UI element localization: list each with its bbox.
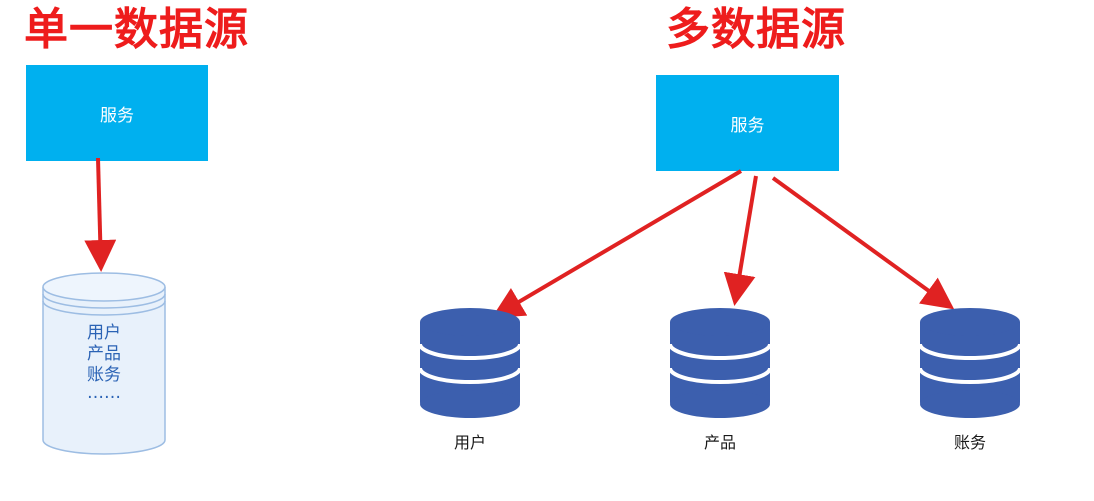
single-db-item-billing: 账务 [87, 365, 121, 385]
user-db-icon [418, 308, 522, 418]
arrow-service-to-single-db [84, 157, 117, 272]
single-db-item-user: 用户 [87, 323, 121, 343]
multi-source-title: 多数据源 [666, 4, 846, 55]
user-db-label: 用户 [453, 433, 486, 452]
arrow-service-to-billing-db [771, 176, 955, 310]
arrow-service-to-user-db [491, 169, 743, 319]
single-db-item-product: 产品 [87, 344, 121, 364]
single-source-title: 单一数据源 [24, 4, 249, 55]
single-db-cylinder [42, 272, 166, 455]
single-db-item-ellipsis: …… [87, 383, 121, 403]
arrow-service-to-product-db [723, 175, 758, 306]
product-db-label: 产品 [703, 433, 736, 452]
service-box-single: 服务 [26, 65, 208, 161]
service-box-multi-label: 服务 [730, 115, 765, 136]
billing-db-icon [918, 308, 1022, 418]
billing-db-label: 账务 [953, 433, 986, 452]
service-box-single-label: 服务 [100, 105, 134, 126]
service-box-multi: 服务 [656, 75, 839, 171]
product-db-icon [668, 308, 772, 418]
